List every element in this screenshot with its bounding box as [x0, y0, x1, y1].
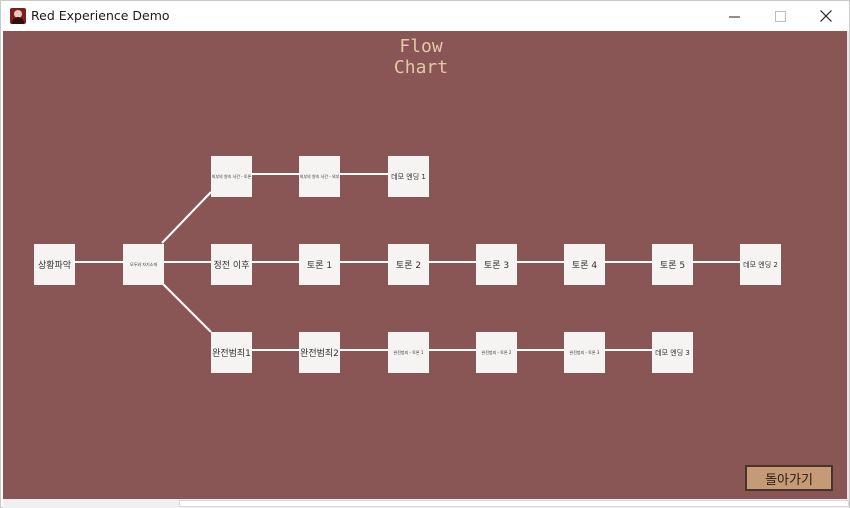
- node-eerie-debate[interactable]: 외부의 원숙 사건 - 토론: [211, 156, 252, 197]
- node-crime-debate-1[interactable]: 완전범죄 - 토론 1: [388, 332, 429, 373]
- close-icon: [820, 10, 832, 22]
- flowchart-title-line2: Chart: [393, 57, 449, 78]
- node-eerie-outside[interactable]: 외부의 원숙 사건 - 외부: [299, 156, 340, 197]
- flowchart-title: Flow Chart: [3, 36, 849, 78]
- node-debate-5[interactable]: 토론 5: [652, 244, 693, 285]
- node-crime-debate-2[interactable]: 완전범죄 - 토론 2: [476, 332, 517, 373]
- node-crime-debate-3[interactable]: 완전범죄 - 토론 3: [564, 332, 605, 373]
- node-after-blackout[interactable]: 정전 이후: [211, 244, 252, 285]
- node-debate-1[interactable]: 토론 1: [299, 244, 340, 285]
- node-debate-3[interactable]: 토론 3: [476, 244, 517, 285]
- maximize-button[interactable]: [757, 1, 803, 31]
- app-icon: [10, 8, 26, 24]
- window-title: Red Experience Demo: [31, 8, 170, 23]
- node-debate-4[interactable]: 토론 4: [564, 244, 605, 285]
- close-button[interactable]: [803, 1, 849, 31]
- edge-know-eerie1: [161, 191, 212, 244]
- node-perfect-crime-2[interactable]: 완전범죄2: [299, 332, 340, 373]
- flowchart-canvas: Flow Chart: [3, 31, 849, 499]
- minimize-icon: [728, 16, 740, 17]
- node-demo-ending-1[interactable]: 데모 엔딩 1: [388, 156, 429, 197]
- node-situation[interactable]: 상황파악: [34, 244, 75, 285]
- maximize-icon: [774, 10, 786, 22]
- window-edge: [847, 31, 849, 499]
- node-debate-2[interactable]: 토론 2: [388, 244, 429, 285]
- scrollbar-thumb[interactable]: [179, 500, 849, 507]
- back-button[interactable]: 돌아가기: [745, 465, 833, 491]
- node-introduce[interactable]: 모두와 자기소개: [123, 244, 164, 285]
- flowchart-connectors: [75, 173, 740, 351]
- edge-know-crime1: [161, 282, 212, 333]
- minimize-button[interactable]: [711, 1, 757, 31]
- node-perfect-crime-1[interactable]: 완전범죄1: [211, 332, 252, 373]
- node-demo-ending-3[interactable]: 데모 엔딩 3: [652, 332, 693, 373]
- title-bar[interactable]: Red Experience Demo: [1, 1, 849, 31]
- horizontal-scrollbar[interactable]: [3, 499, 849, 508]
- flowchart-title-line1: Flow: [399, 36, 443, 57]
- node-demo-ending-2[interactable]: 데모 엔딩 2: [740, 244, 781, 285]
